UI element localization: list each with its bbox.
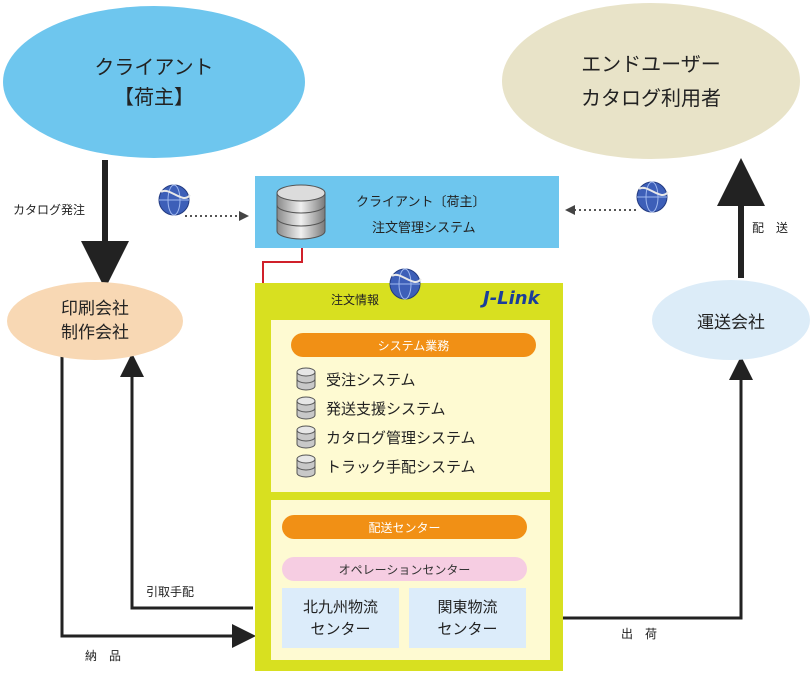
system-item: 受注システム (296, 367, 416, 391)
kitakyushu-center-line2: センター (310, 620, 371, 638)
delivery-center-header: 配送センター (282, 515, 527, 539)
client-line1: クライアント (94, 55, 214, 79)
pickup-arrow (120, 353, 253, 610)
globe-icon (158, 184, 191, 216)
system-item: 発送支援システム (296, 396, 446, 420)
catalog-order-label: カタログ発注 (13, 203, 86, 217)
database-icon (296, 396, 316, 420)
system-item-label: トラック手配システム (326, 457, 476, 476)
order-info-label: 注文情報 (331, 293, 380, 307)
client-node: クライアント 【荷主】 (3, 6, 305, 158)
kitakyushu-center: 北九州物流 センター (282, 588, 399, 648)
delivery-label: 配 送 (752, 221, 789, 235)
print-company-line2: 制作会社 (61, 323, 129, 343)
system-item: トラック手配システム (296, 454, 476, 478)
transport-company-label: 運送会社 (697, 312, 765, 333)
order-system-line1: クライアント〔荷主〕 (356, 195, 486, 210)
database-icon (296, 367, 316, 391)
system-item-label: 受注システム (326, 370, 416, 389)
shipment-arrow (527, 356, 753, 620)
client-line2: 【荷主】 (114, 85, 194, 109)
shipment-label: 出 荷 (621, 627, 658, 641)
globe-icon (636, 181, 669, 213)
database-icon (296, 454, 316, 478)
system-item-label: カタログ管理システム (326, 428, 476, 447)
print-company-node: 印刷会社 制作会社 (7, 282, 183, 360)
operation-center-label: オペレーションセンター (282, 557, 527, 581)
database-icon (296, 425, 316, 449)
kanto-center-line2: センター (437, 620, 498, 638)
kanto-center: 関東物流 センター (409, 588, 526, 648)
jlink-logo: J-Link (483, 288, 540, 309)
transport-company-node: 運送会社 (652, 280, 810, 360)
order-system-line2: 注文管理システム (372, 221, 476, 236)
pickup-label: 引取手配 (146, 585, 195, 599)
system-item: カタログ管理システム (296, 425, 476, 449)
enduser-line1: エンドユーザー (581, 52, 721, 76)
enduser-node: エンドユーザー カタログ利用者 (502, 3, 800, 159)
database-icon (276, 184, 326, 240)
kitakyushu-center-line1: 北九州物流 (302, 598, 378, 616)
print-company-line1: 印刷会社 (61, 299, 129, 319)
delivery-in-label: 納 品 (85, 649, 122, 663)
globe-icon (389, 268, 422, 300)
enduser-line2: カタログ利用者 (581, 86, 721, 110)
system-header: システム業務 (291, 333, 536, 357)
delivery-in-arrow (60, 350, 256, 648)
kanto-center-line1: 関東物流 (437, 598, 498, 616)
system-item-label: 発送支援システム (326, 399, 446, 418)
